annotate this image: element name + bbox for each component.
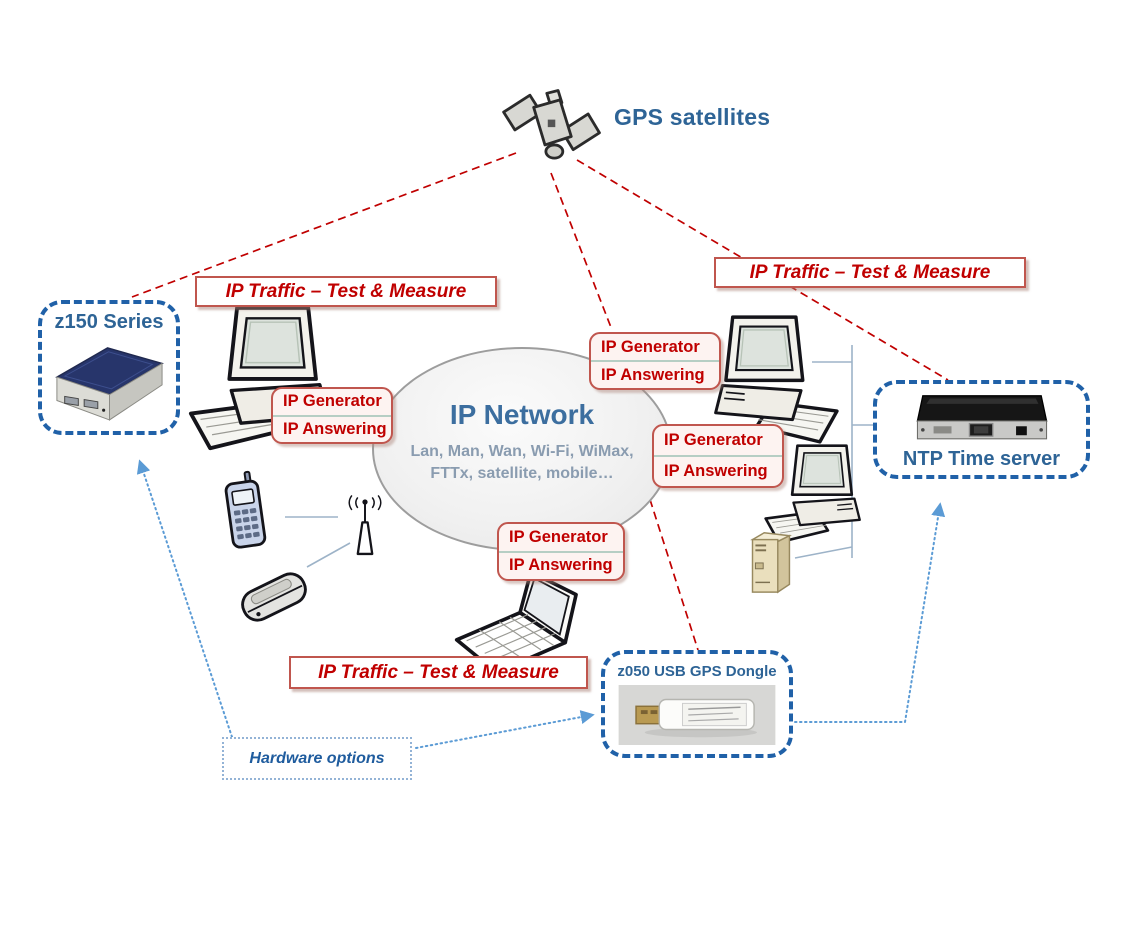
ip-answering-label: IP Answering bbox=[509, 556, 613, 575]
server-tower-icon bbox=[750, 532, 792, 594]
genans-box-bottom: IP Generator IP Answering bbox=[497, 522, 625, 581]
ip-network-subtitle-line2: FTTx, satellite, mobile… bbox=[430, 465, 614, 482]
gps-link-to-z150 bbox=[131, 152, 517, 298]
z050-label: z050 USB GPS Dongle bbox=[617, 663, 777, 680]
antenna-icon bbox=[348, 495, 382, 556]
z150-label: z150 Series bbox=[54, 311, 164, 333]
gps-satellites-title: GPS satellites bbox=[614, 104, 771, 130]
hw-arrow-to-ntp bbox=[794, 502, 946, 723]
ip-traffic-label-left: IP Traffic – Test & Measure bbox=[195, 276, 497, 307]
gps-link-to-generator bbox=[550, 172, 613, 331]
desktop-computer-icon-right bbox=[714, 315, 839, 444]
gps-satellite-icon bbox=[502, 89, 601, 160]
server-lan-link bbox=[794, 546, 853, 559]
ip-generator-label: IP Generator bbox=[654, 426, 782, 457]
ip-traffic-label-bottom: IP Traffic – Test & Measure bbox=[289, 656, 588, 689]
hw-arrow-to-dongle bbox=[415, 710, 595, 749]
ip-answering-label: IP Answering bbox=[283, 419, 387, 438]
hardware-options-label: Hardware options bbox=[249, 749, 385, 767]
flipphone-antenna-link bbox=[306, 542, 351, 568]
z150-box: z150 Series bbox=[38, 300, 180, 435]
ntp-box: NTP Time server bbox=[873, 380, 1090, 479]
z150-device-image bbox=[55, 347, 164, 421]
hardware-options-box: Hardware options bbox=[222, 737, 412, 780]
laptop-icon bbox=[454, 572, 578, 675]
ip-traffic-label-right: IP Traffic – Test & Measure bbox=[714, 257, 1026, 288]
desktop-computer-icon-small bbox=[764, 444, 861, 544]
genans-box-midright: IP Generator IP Answering bbox=[652, 424, 784, 488]
hw-arrow-to-z150 bbox=[136, 459, 233, 738]
ip-answering-label: IP Answering bbox=[664, 462, 768, 480]
ip-answering-label: IP Answering bbox=[601, 365, 705, 384]
ip-generator-label: IP Generator bbox=[499, 524, 623, 553]
ntp-label: NTP Time server bbox=[902, 448, 1061, 470]
genans-box-left: IP Generator IP Answering bbox=[271, 387, 393, 444]
gps-link-to-dongle bbox=[645, 486, 699, 651]
mobile-phone-icon bbox=[224, 470, 267, 549]
ntp-device-image bbox=[916, 395, 1047, 440]
usb-dongle-image bbox=[618, 685, 776, 745]
ip-generator-label: IP Generator bbox=[273, 389, 391, 417]
flip-phone-icon bbox=[241, 572, 307, 622]
genans-box-topright: IP Generator IP Answering bbox=[589, 332, 721, 390]
ip-generator-label: IP Generator bbox=[591, 334, 719, 362]
ip-network-subtitle-line1: Lan, Man, Wan, Wi-Fi, WiMax, bbox=[410, 443, 634, 461]
z050-box: z050 USB GPS Dongle bbox=[601, 650, 793, 758]
ip-network-title: IP Network bbox=[449, 399, 595, 431]
